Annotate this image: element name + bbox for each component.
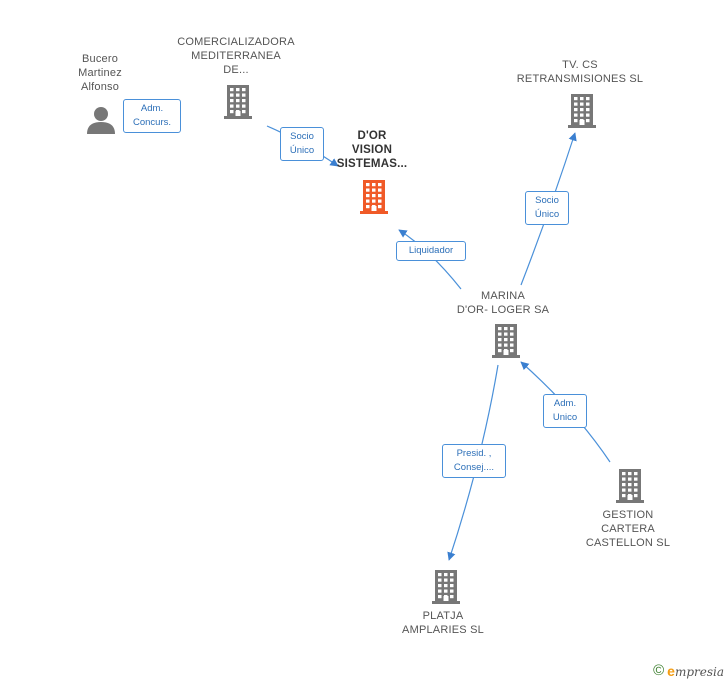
node-label-line: AMPLARIES SL	[402, 624, 484, 636]
node-label-gestion[interactable]: GESTION CARTERA CASTELLON SL	[578, 508, 678, 550]
building-icon[interactable]	[360, 180, 388, 214]
node-label-line: Bucero	[81, 53, 119, 65]
relation-badge-line: Concurs.	[132, 117, 171, 128]
node-label-line: CASTELLON SL	[585, 537, 671, 549]
node-label-line: RETRANSMISIONES SL	[516, 73, 644, 85]
node-label-line: DE...	[223, 64, 249, 76]
node-label-line: D'OR	[357, 130, 387, 142]
brand-initial: e	[667, 662, 675, 679]
empresia-logo[interactable]: empresia	[667, 663, 724, 679]
relation-badge-line: Socio	[535, 195, 559, 206]
node-label-dor-vision[interactable]: D'OR VISION SISTEMAS...	[327, 129, 417, 171]
relation-badge-line: Único	[289, 145, 315, 156]
relation-badge-line: Consej....	[453, 462, 495, 473]
relation-badge-line: Liquidador	[408, 245, 454, 256]
brand-name: mpresia	[674, 664, 724, 679]
node-label-line: Martinez	[78, 67, 122, 79]
node-label-line: GESTION	[602, 509, 654, 521]
relation-badge-line: Presid. ,	[456, 448, 492, 459]
relation-badge-line: Socio	[290, 131, 314, 142]
building-icon[interactable]	[492, 324, 520, 358]
relation-badge-line: Único	[534, 209, 560, 220]
relation-badge-line: Adm.	[140, 103, 164, 114]
node-label-marina[interactable]: MARINA D'OR- LOGER SA	[443, 289, 563, 317]
node-label-line: TV. CS	[562, 59, 598, 71]
building-icon[interactable]	[568, 94, 596, 128]
footer: © empresia	[653, 662, 724, 679]
node-label-line: MEDITERRANEA	[191, 50, 281, 62]
node-label-line: MARINA	[481, 290, 525, 302]
node-label-comercializadora[interactable]: COMERCIALIZADORA MEDITERRANEA DE...	[171, 35, 301, 77]
building-icon[interactable]	[616, 469, 644, 503]
node-label-line: PLATJA	[422, 610, 464, 622]
node-label-line: COMERCIALIZADORA	[177, 36, 295, 48]
person-icon[interactable]	[87, 107, 115, 134]
relation-badge-line: Adm.	[553, 398, 577, 409]
node-label-line: SISTEMAS...	[336, 158, 408, 170]
node-label-line: D'OR- LOGER SA	[456, 304, 550, 316]
relation-badge[interactable]: Liquidador	[396, 241, 466, 261]
relation-badge-line: Unico	[552, 412, 578, 423]
building-icon[interactable]	[432, 570, 460, 604]
node-label-platja[interactable]: PLATJA AMPLARIES SL	[393, 609, 493, 637]
copyright-symbol: ©	[653, 662, 665, 679]
node-label-tv-cs[interactable]: TV. CS RETRANSMISIONES SL	[510, 58, 650, 86]
node-label-line: CARTERA	[601, 523, 655, 535]
relation-badge[interactable]: Adm. Concurs.	[123, 99, 181, 133]
building-icon[interactable]	[224, 85, 252, 119]
relation-badge[interactable]: Adm. Unico	[543, 394, 587, 428]
relation-badge[interactable]: Presid. , Consej....	[442, 444, 506, 478]
node-label-line: Alfonso	[80, 81, 120, 93]
node-label-line: VISION	[351, 144, 393, 156]
